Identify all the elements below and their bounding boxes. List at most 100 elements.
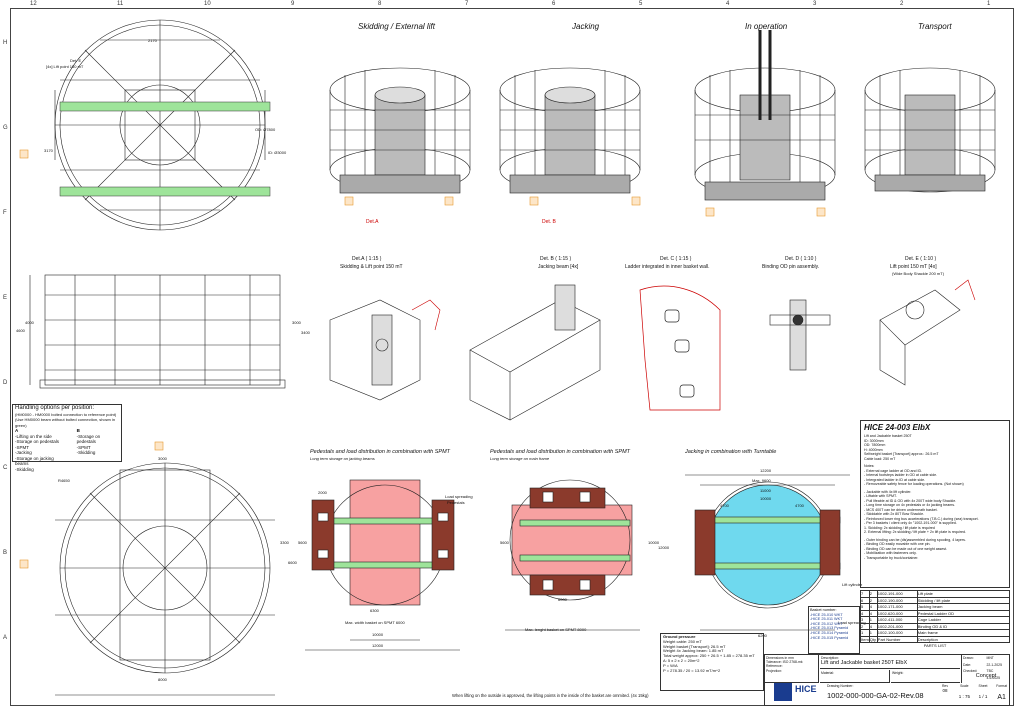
spec-line: - Internal footsteps ladder in OD at cab…	[864, 473, 938, 477]
handling-col-b: B -Storage on pedestals -SPMT -Skidding	[77, 428, 119, 472]
dim-label: 3000	[158, 456, 167, 461]
zone-top-label: 4	[726, 1, 730, 7]
company-logo: HICE	[795, 684, 817, 694]
dim-label: 6000	[558, 597, 567, 602]
handling-item: -Lifting on the side	[15, 433, 52, 439]
ground-line: Total weight approx: 250 + 26.5 + 1.85 =…	[663, 653, 755, 659]
view-title-transport: Transport	[918, 22, 952, 31]
basket-item: -HICE 25-011 WKT	[810, 617, 843, 622]
zone-top-label: 7	[465, 1, 469, 7]
dim-label: 5600	[500, 540, 509, 545]
detail-c-subtitle: Ladder integrated in inner basket wall.	[625, 264, 710, 270]
view-title-operation: In operation	[745, 22, 788, 31]
zone-top-label: 8	[378, 1, 382, 7]
handling-note: (Use HM0000 beam without bolted connecti…	[15, 417, 116, 428]
spec-line: - Long time storage on 4x pedestals or 4…	[864, 503, 956, 507]
dim-label: 4700	[795, 503, 804, 508]
detail-b-subtitle: Jacking beam [4x]	[538, 264, 579, 270]
plan3-label: Load spreading	[838, 620, 866, 625]
plan-view	[55, 462, 275, 696]
plan1-caption: Max. width basket on SPMT 6000	[345, 620, 405, 625]
handling-col-a: A -Lifting on the side -Storage on pedes…	[15, 428, 67, 472]
spec-line: - Per 3 baskets / client only 4x "1002-1…	[864, 521, 957, 525]
spec-line: - Jackable with 4x lift cylinder.	[864, 489, 912, 494]
tb-weight: Weight:	[892, 671, 904, 675]
dim-label: 6200	[758, 633, 767, 638]
spec-line: Cable load: 250 mT	[864, 456, 896, 461]
tb-status: Concept	[975, 673, 997, 679]
tb-format-label: Format	[996, 684, 1008, 688]
spec-line: - Binding OD easily movable with one pin…	[864, 542, 931, 546]
spec-line: OD: 7800mm	[864, 443, 886, 447]
zone-side-label: E	[3, 295, 8, 301]
tb-date-label: Date:	[963, 662, 972, 667]
tb-checked-by: TBC	[986, 669, 994, 673]
ground-line: Weight 4x Jacking beam: 1.85 mT	[663, 648, 724, 654]
spec-line: Notes:	[864, 464, 875, 468]
view-title-skidding: Skidding / External lift	[358, 22, 435, 31]
tb-description: Lift and Jackable basket 250T ElbX	[821, 660, 908, 666]
dim-label: 6300	[370, 608, 379, 613]
detail-d-subtitle: Binding OD pin assembly.	[762, 264, 820, 270]
dim-label: 2000	[318, 490, 327, 495]
dim-label: 3400	[301, 330, 310, 335]
tb-projection: Projection:	[766, 668, 783, 673]
detail-a-title: Det.A ( 1:15 )	[352, 256, 382, 262]
plan1-subtitle: Long term storage on jacking beams	[310, 456, 375, 461]
spec-line: - Pull lifeable at ID & OD with 4x 200T …	[864, 498, 957, 503]
tb-rev: 08	[942, 688, 948, 693]
ground-line: Weight cable: 250 mT	[663, 638, 702, 644]
spec-line: Lift and Jackable basket 250T	[864, 434, 912, 438]
spec-line: 2. External lifting: 2x skidding / lift …	[864, 530, 966, 534]
tb-drawn-by: MNT	[986, 656, 994, 660]
handling-a-head: A	[15, 428, 19, 433]
tb-dims-note: Dimensions in mm	[766, 656, 794, 660]
tb-drawing-number: 1002-000-000-GA-02-Rev.08	[827, 691, 924, 700]
zone-top-label: 3	[813, 1, 817, 7]
tb-reference: Reference:	[766, 664, 783, 669]
handling-item: -Jacking	[15, 450, 32, 455]
view-title-jacking: Jacking	[572, 22, 600, 31]
spec-line: - Liftable with SPMT.	[864, 494, 897, 498]
dim-label: 3300	[280, 540, 289, 545]
handling-item: -SPMT	[15, 444, 29, 450]
dim-label: 5600	[298, 540, 307, 545]
zone-top-label: 1	[987, 1, 991, 7]
spec-line: - Outer binding can be (dis)assembled du…	[864, 537, 966, 542]
dim-label: [4x] Lift point 150 mT	[46, 64, 84, 69]
dim-label: ID: Ø3000	[268, 150, 287, 155]
basket-item: -HICE 25-015 Pyramid	[810, 635, 849, 640]
drawing-frame	[10, 8, 1014, 706]
dim-label: 2170	[148, 38, 157, 43]
lift-beam-green	[59, 186, 271, 197]
plan1-label: Pedestals	[447, 500, 465, 505]
tb-drawn-label: Drawn:	[963, 656, 974, 660]
tb-sheet: 1 / 1	[978, 694, 988, 699]
tb-drawing-label: Drawing Number:	[827, 684, 854, 688]
basket-item: -HICE 25-010 WKT	[810, 612, 843, 617]
dim-label: 10000	[760, 496, 772, 501]
zone-top-label: 10	[204, 1, 211, 7]
handling-item: -SPMT	[76, 444, 91, 450]
detail-c-title: Det. C ( 1:15 )	[660, 256, 692, 262]
zone-top-label: 9	[291, 1, 295, 7]
title-block: Dimensions in mm Tolerance: ISO 2768-mk …	[764, 654, 1010, 706]
footnote: When lifting on the outside is approved,…	[452, 693, 649, 698]
dim-label: 6600	[288, 560, 297, 565]
basket-number-box: Basket number: -HICE 25-010 WKT -HICE 25…	[808, 606, 860, 654]
tb-material: Material:	[821, 671, 835, 675]
plan3-max: Max. 9600	[752, 478, 771, 483]
hice-logo-mark	[774, 683, 792, 701]
spec-lines: Lift and Jackable basket 250T ID: 3000mm…	[864, 434, 1006, 560]
zone-top-label: 5	[639, 1, 643, 7]
handling-item: -Storage on pedestals	[15, 439, 60, 444]
dim-label: 3170	[44, 148, 53, 153]
tb-rev-label: Rev	[941, 684, 949, 688]
